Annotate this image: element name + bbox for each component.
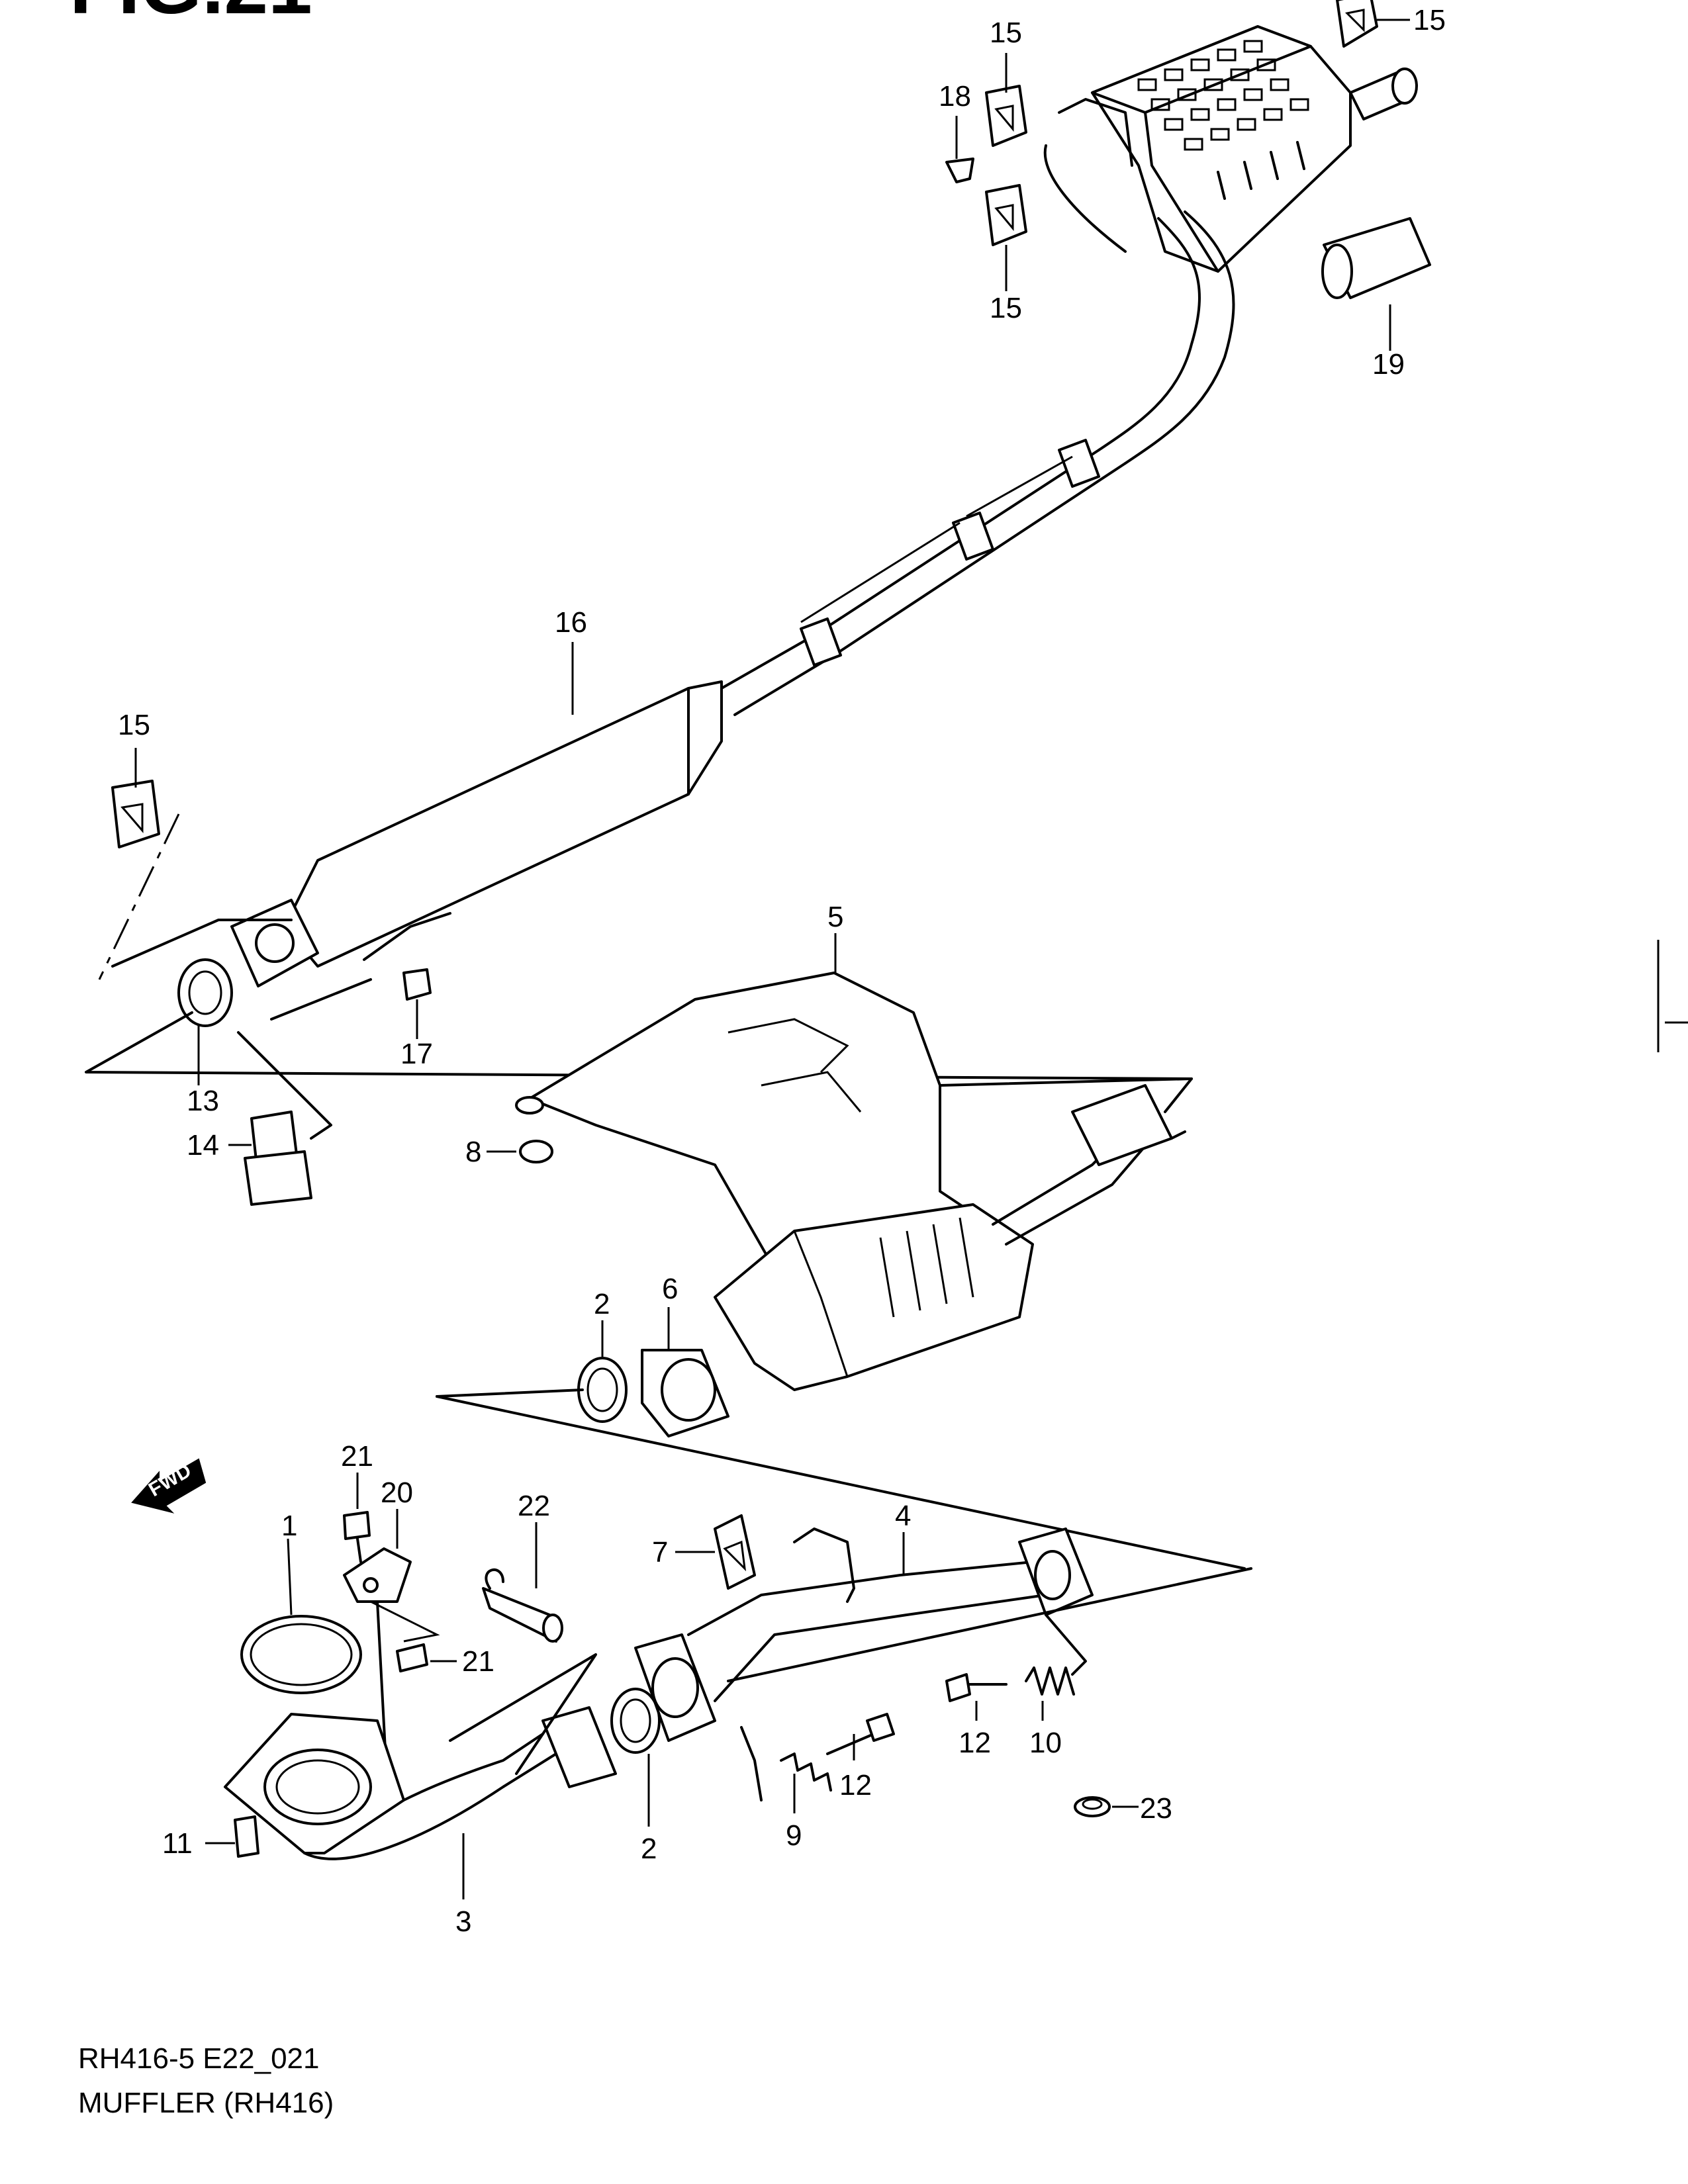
- figure-caption: MUFFLER (RH416): [78, 2087, 334, 2119]
- callout-2-lower: 2: [641, 1833, 657, 1865]
- callout-14: 14: [187, 1129, 219, 1161]
- oxygen-sensor-22: [482, 1569, 563, 1643]
- rubber-hanger-top-right: [1336, 0, 1378, 48]
- bolt-12-lower: [826, 1713, 895, 1755]
- callout-leaders: [134, 19, 1410, 1899]
- rubber-hanger-left: [111, 780, 160, 848]
- callout-9: 9: [786, 1819, 802, 1852]
- callout-7: 7: [652, 1536, 668, 1569]
- bolt-21-upper: [343, 1511, 371, 1563]
- callout-15-c: 15: [990, 292, 1022, 324]
- callout-labels: 15 15 18 15 19 16 15 5 17 13 14 8 2 6 21…: [118, 4, 1446, 1938]
- callout-19: 19: [1372, 348, 1405, 381]
- callout-21-upper: 21: [341, 1440, 373, 1473]
- leader-line-mid: [436, 1395, 1246, 1570]
- edge-mark: [1657, 940, 1688, 1052]
- exhaust-pipe-4: [634, 1527, 1094, 1742]
- leader-line-bracket: [370, 1600, 440, 1643]
- callout-3: 3: [455, 1905, 471, 1938]
- hanger-bracket-14: [244, 1111, 312, 1206]
- flange-6: [641, 1349, 729, 1437]
- callout-23: 23: [1140, 1792, 1172, 1825]
- callout-13: 13: [187, 1085, 219, 1117]
- catalytic-converter: [714, 1084, 1186, 1391]
- tail-pipe-tip: [1321, 217, 1431, 299]
- callout-20: 20: [381, 1477, 413, 1509]
- callout-11: 11: [162, 1827, 193, 1860]
- fwd-arrow: FWD: [131, 1458, 207, 1514]
- leader-line-front-b: [237, 1031, 332, 1140]
- nut-8: [519, 1140, 553, 1163]
- gasket-2-lower: [610, 1688, 661, 1754]
- leader-line-mid-b: [436, 1388, 584, 1398]
- bracket-20: [343, 1547, 412, 1603]
- rubber-hanger-upper: [985, 85, 1027, 147]
- callout-10: 10: [1029, 1727, 1062, 1759]
- callout-22: 22: [518, 1490, 550, 1522]
- rubber-mount-7: [714, 1514, 756, 1590]
- bolt-21-lower: [396, 1643, 428, 1672]
- nut-17: [402, 968, 432, 1001]
- rubber-hanger-lower: [985, 184, 1027, 246]
- center-pipe-assembly: [111, 439, 1127, 1021]
- gasket-2-upper: [577, 1357, 628, 1423]
- leader-line-pipe4: [727, 1567, 1252, 1682]
- callout-15-d: 15: [118, 709, 150, 741]
- figure-code: RH416-5 E22_021: [78, 2042, 319, 2075]
- leader-line-shield: [939, 1077, 1193, 1113]
- spring-10: [1025, 1666, 1075, 1696]
- gasket-13: [177, 958, 233, 1027]
- callout-12-left: 12: [839, 1769, 872, 1801]
- callout-21-lower: 21: [462, 1645, 494, 1678]
- leader-line-pipe4-c: [1045, 1614, 1087, 1676]
- rear-muffler: [1043, 25, 1418, 465]
- callout-18: 18: [939, 80, 971, 113]
- callout-5: 5: [827, 901, 843, 933]
- front-pipe-3: [224, 1706, 617, 1860]
- callout-4: 4: [895, 1500, 911, 1532]
- callout-15-b: 15: [1413, 4, 1446, 36]
- figure-title: FIG.21: [70, 0, 312, 30]
- gasket-ring-1: [240, 1615, 362, 1694]
- leader-dash-hanger: [98, 813, 180, 980]
- callout-2-upper: 2: [594, 1288, 610, 1320]
- bolt-11: [234, 1815, 259, 1858]
- callout-6: 6: [662, 1273, 678, 1305]
- callout-15-a: 15: [990, 17, 1022, 49]
- leader-line-pipe4-b: [740, 1726, 763, 1801]
- callout-12-right: 12: [959, 1727, 991, 1759]
- callout-1: 1: [281, 1510, 297, 1542]
- leader-line-front-pipe: [449, 1653, 597, 1775]
- clip-18: [945, 158, 974, 183]
- nut-23: [1074, 1796, 1111, 1817]
- callout-8: 8: [465, 1136, 481, 1168]
- callout-16: 16: [555, 606, 587, 639]
- bolt-12-upper: [945, 1673, 1008, 1702]
- spring-9: [780, 1752, 832, 1792]
- callout-17: 17: [400, 1038, 433, 1070]
